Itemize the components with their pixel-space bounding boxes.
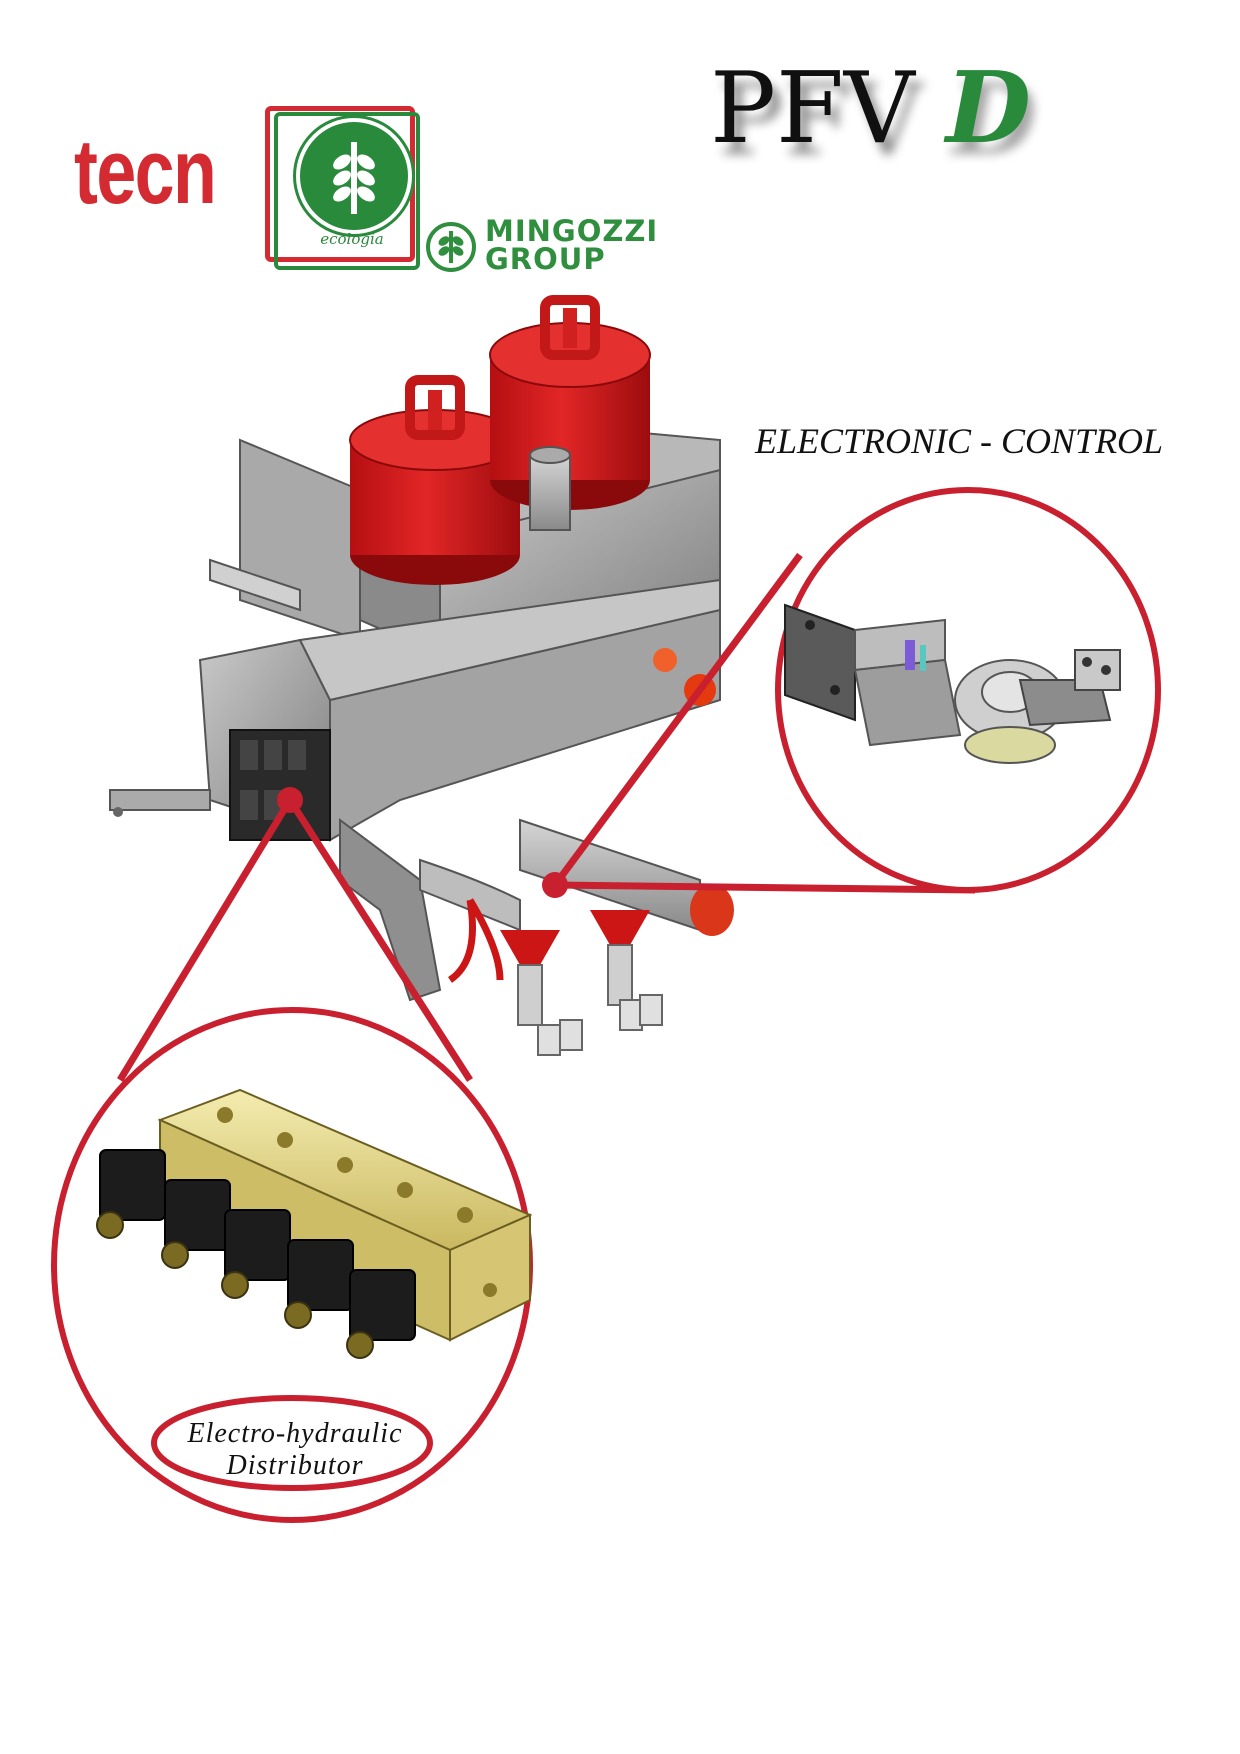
product-title-main: PFV [710, 52, 915, 166]
distributor-line-left [117, 798, 293, 1082]
product-title-suffix: D [945, 51, 1031, 166]
distributor-label-oval [151, 1395, 433, 1491]
control-line-upper [552, 552, 803, 888]
product-title: PFV D [710, 60, 1031, 159]
tecno-ecologia-logo: tecn ecologia [70, 88, 420, 278]
valve-bank [96, 1088, 533, 1359]
tecno-wordmark: tecn [74, 121, 217, 223]
distributor-label: Electro-hydraulic Distributor [160, 1418, 430, 1482]
callout-lines [117, 552, 976, 1082]
distributor-label-line-1: Electro-hydraulic [187, 1418, 403, 1449]
electronic-control-label: ELECTRONIC - CONTROL [755, 421, 1164, 461]
control-pointer-dot [542, 872, 568, 898]
nozzle-assembly [447, 898, 663, 1056]
mingozzi-line-2: GROUP [485, 242, 606, 276]
tecno-subtitle: ecologia [320, 230, 384, 248]
electronic-control-callout [775, 487, 1161, 893]
mingozzi-emblem-icon [426, 222, 476, 272]
distributor-label-line-2: Distributor [226, 1450, 364, 1481]
wheat-emblem-icon [296, 118, 412, 234]
mingozzi-line-1: MINGOZZI [485, 214, 659, 248]
logo-frame-red [265, 106, 415, 262]
distributor-pointer-dot [277, 787, 303, 813]
logo-frame-green [274, 112, 420, 270]
distributor-callout [51, 1007, 533, 1523]
mingozzi-wordmark: MINGOZZI GROUP [485, 214, 659, 276]
mingozzi-group-logo: MINGOZZI GROUP [425, 215, 715, 279]
distributor-line-right [287, 798, 473, 1082]
control-line-lower [554, 881, 976, 894]
